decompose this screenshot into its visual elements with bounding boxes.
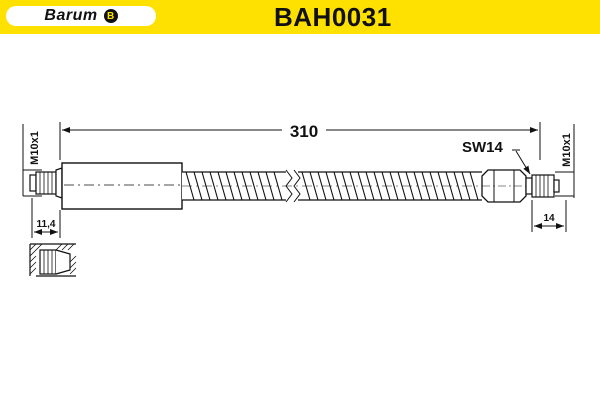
left-thread-label: M10x1 [29, 131, 41, 165]
right-small-dimension: 14 [531, 200, 567, 232]
part-number: BAH0031 [274, 2, 392, 32]
wrench-size-callout: SW14 [462, 139, 531, 175]
crimp-sleeve [61, 162, 183, 210]
port-detail-view [29, 243, 77, 277]
title-bar: Barum B BAH0031 [0, 0, 600, 34]
right-fitting [481, 169, 560, 203]
length-dimension: 310 [59, 122, 541, 160]
brand-mark-icon: B [103, 9, 118, 23]
brand-logo: Barum B [6, 6, 156, 26]
spring-guard [182, 169, 482, 203]
left-thread-dimension: M10x1 [22, 124, 42, 197]
left-fitting [29, 167, 63, 199]
wrench-size-label: SW14 [462, 139, 504, 156]
length-label: 310 [290, 122, 318, 141]
left-small-dimension: 11,4 [31, 198, 61, 238]
left-small-dimension-label: 11,4 [37, 219, 56, 230]
right-thread-dimension: M10x1 [555, 124, 575, 198]
brand-name: Barum [44, 7, 98, 24]
right-thread-label: M10x1 [561, 133, 573, 167]
right-small-dimension-label: 14 [543, 213, 555, 224]
